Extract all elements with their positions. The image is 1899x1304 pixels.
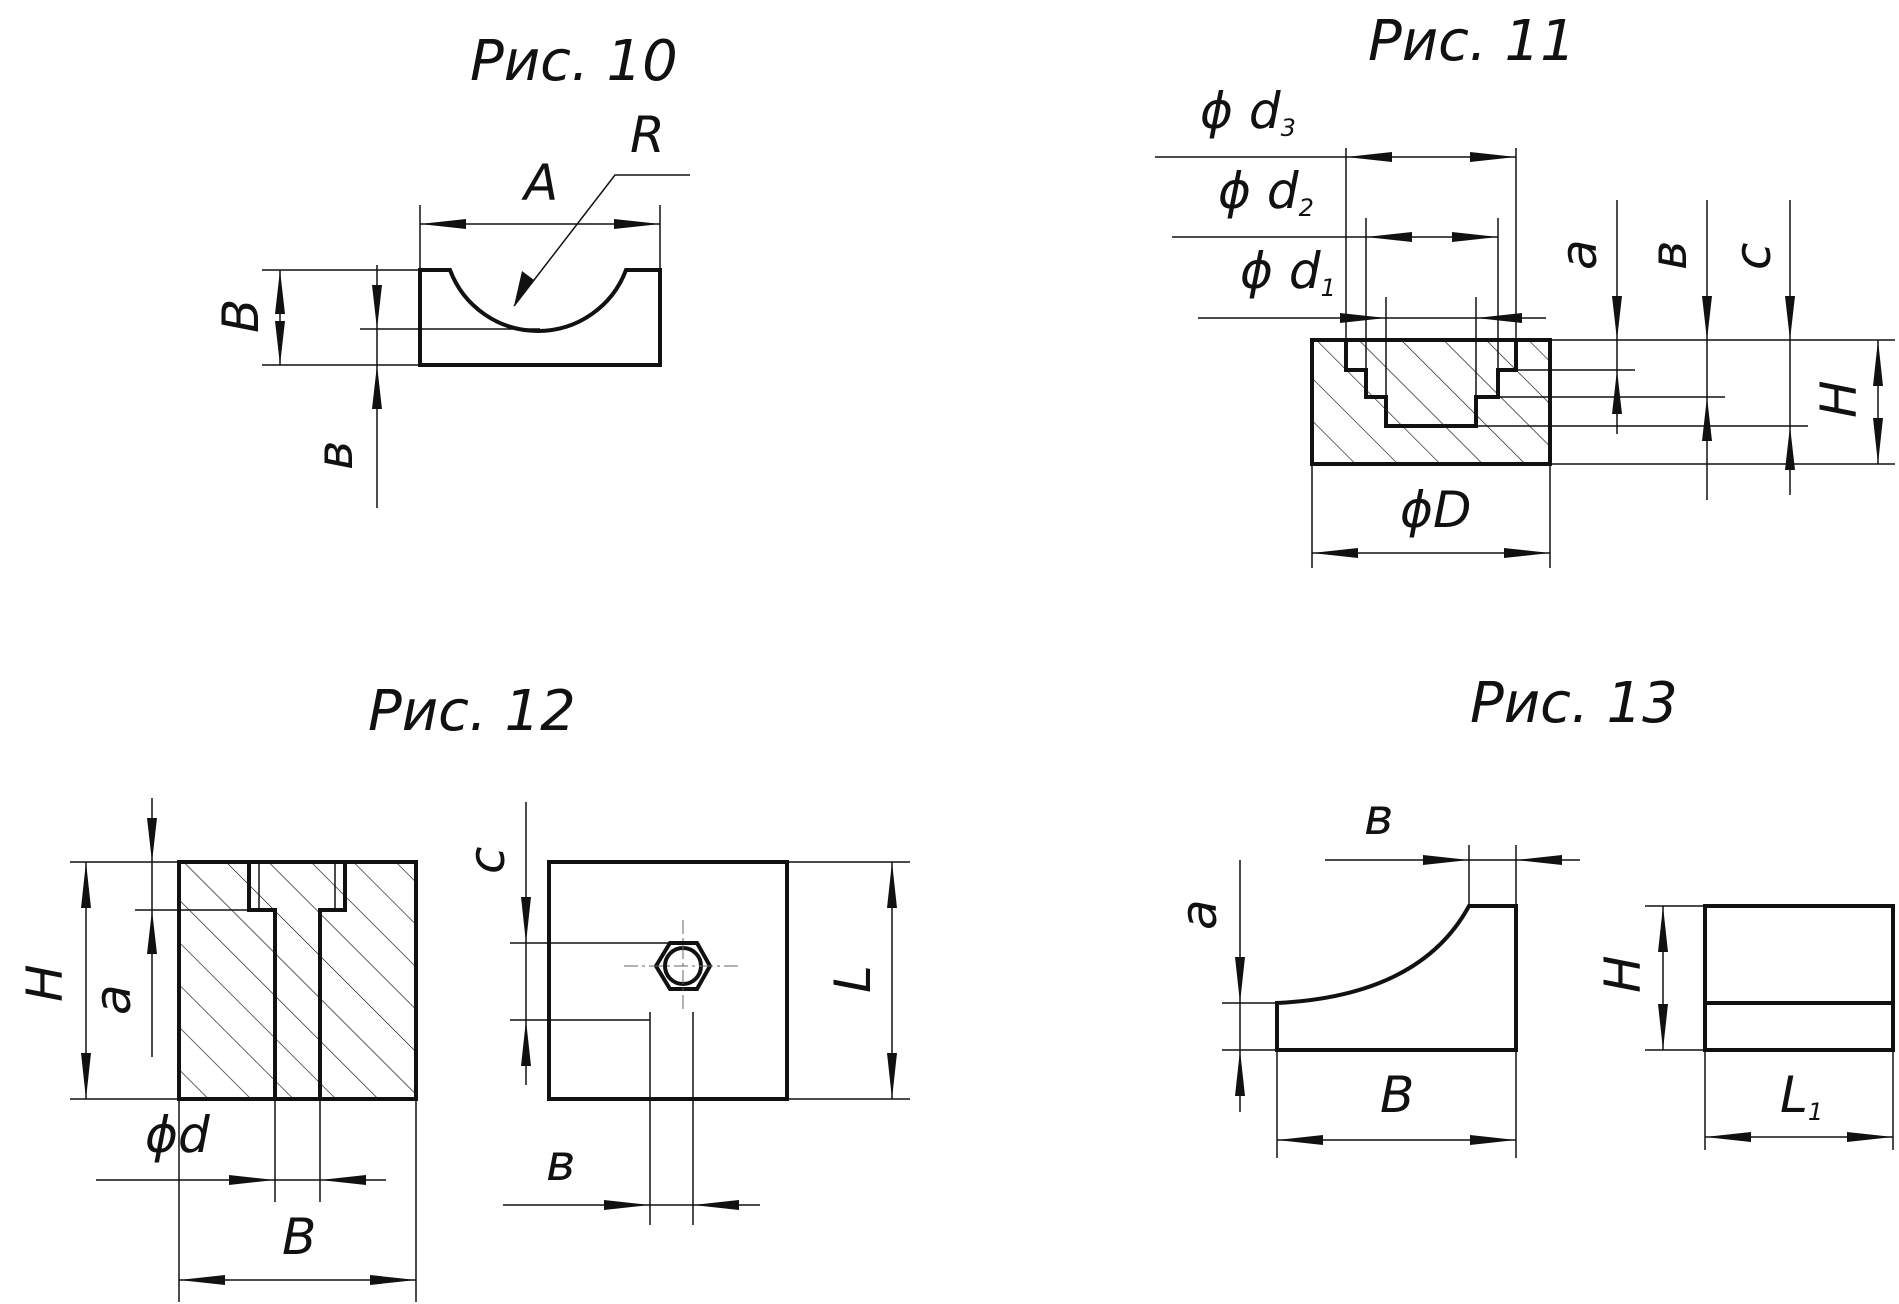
fig10-label-A: A [521,154,558,212]
fig11-body-hatch [1312,340,1550,464]
fig10-label-b: в [306,441,364,470]
figure-11: Рис. 11 ϕ d3 ϕ d2 ϕ d1 [1155,9,1895,568]
fig12-label-c: c [458,847,516,875]
fig12-label-a: a [84,984,142,1015]
fig13-label-H: H [1594,955,1652,993]
fig10-block [418,268,662,367]
fig10-leader-R [513,174,690,307]
fig10-label-B: B [212,299,270,333]
figure-12: Рис. 12 H a ϕd B [16,679,910,1302]
caption-fig-10: Рис. 10 [470,29,678,94]
caption-fig-12: Рис. 12 [368,679,576,744]
fig11-body-outline [1310,338,1552,466]
fig12-section-outline [177,860,418,1101]
fig12-label-B: B [282,1208,316,1266]
fig11-label-H: H [1810,380,1868,418]
figure-13: Рис. 13 в a B H [1170,671,1895,1158]
caption-fig-13: Рис. 13 [1470,671,1678,736]
figure-10: Рис. 10 A R B в [212,29,690,508]
fig11-label-b: в [1640,241,1698,270]
fig12-section-hatch [179,862,416,1099]
fig12-plan-outline [547,860,789,1101]
fig11-label-d2: ϕ d2 [1218,162,1314,222]
fig12-label-b: в [546,1134,575,1192]
fig11-label-d3: ϕ d3 [1200,82,1296,142]
fig11-label-c: c [1724,243,1782,271]
fig13-label-b: в [1364,788,1393,846]
fig10-label-R: R [630,106,665,164]
fig13-label-L1: L1 [1780,1066,1823,1126]
fig12-label-L: L [824,965,882,993]
fig13-front-view [1275,904,1518,1052]
fig12-label-H: H [16,964,74,1002]
fig13-label-a: a [1170,899,1228,930]
fig13-side-view [1703,904,1895,1052]
caption-fig-11: Рис. 11 [1368,9,1576,74]
fig11-label-d1: ϕ d1 [1240,242,1336,302]
fig11-label-D: ϕD [1400,481,1471,539]
fig12-label-d: ϕd [145,1106,210,1164]
fig11-label-a: a [1550,239,1608,270]
fig13-label-B: B [1380,1066,1414,1124]
